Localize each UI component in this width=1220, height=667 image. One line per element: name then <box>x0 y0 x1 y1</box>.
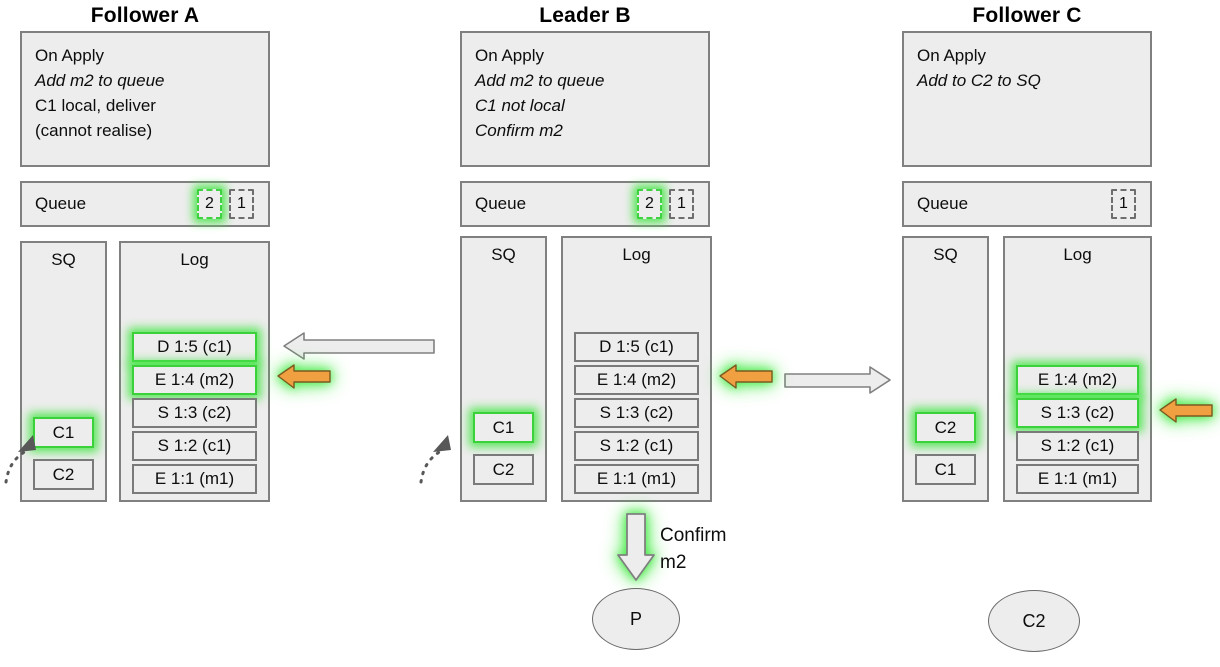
replication-arrow-b-to-c <box>784 366 891 394</box>
note-line: Confirm m2 <box>475 121 563 140</box>
note-text-follower-c: On Apply Add to C2 to SQ <box>904 33 1150 101</box>
queue-bar-follower-a: Queue 2 1 <box>20 181 270 227</box>
queue-item[interactable]: 1 <box>669 189 694 219</box>
log-title: Log <box>622 245 651 264</box>
note-text-leader-b: On Apply Add m2 to queue C1 not local Co… <box>462 33 708 151</box>
column-title-follower-a: Follower A <box>90 4 200 27</box>
deliver-pointer-follower-a <box>4 435 36 484</box>
sq-panel-follower-a: SQ C1 C2 <box>20 241 107 502</box>
note-line: C1 not local <box>475 96 565 115</box>
note-line: Add m2 to queue <box>475 71 605 90</box>
confirm-m2-arrow <box>617 513 655 581</box>
log-entry[interactable]: E 1:4 (m2) <box>574 365 699 395</box>
log-title: Log <box>1063 245 1092 264</box>
queue-item[interactable]: 1 <box>229 189 254 219</box>
queue-label: Queue <box>35 194 87 213</box>
queue-items-follower-a: 2 1 <box>197 189 254 219</box>
replication-arrow-b-to-a <box>283 332 435 360</box>
note-line: On Apply <box>917 46 986 65</box>
confirm-label-line2: m2 <box>660 552 687 573</box>
confirm-m2-label: Confirm m2 <box>660 522 790 576</box>
queue-item[interactable]: 2 <box>637 189 662 219</box>
log-panel-follower-a: Log D 1:5 (c1) E 1:4 (m2) S 1:3 (c2) S 1… <box>119 241 270 502</box>
sq-item[interactable]: C2 <box>473 454 534 485</box>
log-panel-leader-b: Log D 1:5 (c1) E 1:4 (m2) S 1:3 (c2) S 1… <box>561 236 712 502</box>
column-title-leader-b: Leader B <box>539 4 631 27</box>
note-line: On Apply <box>35 46 104 65</box>
confirm-label-line1: Confirm <box>660 525 727 546</box>
sq-panel-leader-b: SQ C1 C2 <box>460 236 547 502</box>
note-line: On Apply <box>475 46 544 65</box>
log-entry[interactable]: E 1:4 (m2) <box>132 365 257 395</box>
note-line: C1 local, deliver <box>35 96 156 115</box>
sq-title: SQ <box>933 245 958 264</box>
queue-items-follower-c: 1 <box>1111 189 1136 219</box>
sq-item[interactable]: C1 <box>473 412 534 443</box>
log-entry[interactable]: E 1:4 (m2) <box>1016 365 1139 395</box>
consumer-node-c2[interactable]: C2 <box>988 590 1080 652</box>
sq-item[interactable]: C2 <box>915 412 976 443</box>
queue-label: Queue <box>917 194 969 213</box>
column-title-follower-c: Follower C <box>972 4 1082 27</box>
log-entry[interactable]: S 1:2 (c1) <box>1016 431 1139 461</box>
note-box-follower-a: On Apply Add m2 to queue C1 local, deliv… <box>20 31 270 167</box>
log-title: Log <box>180 250 209 269</box>
apply-pointer-arrow-follower-a <box>277 364 331 389</box>
log-panel-follower-c: Log E 1:4 (m2) S 1:3 (c2) S 1:2 (c1) E 1… <box>1003 236 1152 502</box>
sq-item[interactable]: C1 <box>915 454 976 485</box>
note-box-leader-b: On Apply Add m2 to queue C1 not local Co… <box>460 31 710 167</box>
queue-bar-follower-c: Queue 1 <box>902 181 1152 227</box>
deliver-pointer-leader-b <box>419 435 451 484</box>
sq-item[interactable]: C2 <box>33 459 94 490</box>
queue-bar-leader-b: Queue 2 1 <box>460 181 710 227</box>
note-line: (cannot realise) <box>35 121 153 140</box>
sq-item[interactable]: C1 <box>33 417 94 448</box>
sq-panel-follower-c: SQ C2 C1 <box>902 236 989 502</box>
log-entry[interactable]: S 1:3 (c2) <box>132 398 257 428</box>
apply-pointer-arrow-leader-b <box>719 364 773 389</box>
log-entry[interactable]: S 1:2 (c1) <box>132 431 257 461</box>
sq-title: SQ <box>491 245 516 264</box>
log-entry[interactable]: S 1:3 (c2) <box>1016 398 1139 428</box>
log-entry[interactable]: E 1:1 (m1) <box>132 464 257 494</box>
apply-pointer-arrow-follower-c <box>1159 398 1213 423</box>
note-text-follower-a: On Apply Add m2 to queue C1 local, deliv… <box>22 33 268 151</box>
queue-label: Queue <box>475 194 527 213</box>
queue-item[interactable]: 2 <box>197 189 222 219</box>
log-entry[interactable]: S 1:2 (c1) <box>574 431 699 461</box>
note-line: Add m2 to queue <box>35 71 165 90</box>
log-entry[interactable]: E 1:1 (m1) <box>1016 464 1139 494</box>
producer-node-p[interactable]: P <box>592 588 680 650</box>
note-box-follower-c: On Apply Add to C2 to SQ <box>902 31 1152 167</box>
queue-item[interactable]: 1 <box>1111 189 1136 219</box>
log-entry[interactable]: S 1:3 (c2) <box>574 398 699 428</box>
log-entry[interactable]: D 1:5 (c1) <box>132 332 257 362</box>
log-entry[interactable]: E 1:1 (m1) <box>574 464 699 494</box>
log-entry[interactable]: D 1:5 (c1) <box>574 332 699 362</box>
sq-title: SQ <box>51 250 76 269</box>
queue-items-leader-b: 2 1 <box>637 189 694 219</box>
note-line: Add to C2 to SQ <box>917 71 1041 90</box>
